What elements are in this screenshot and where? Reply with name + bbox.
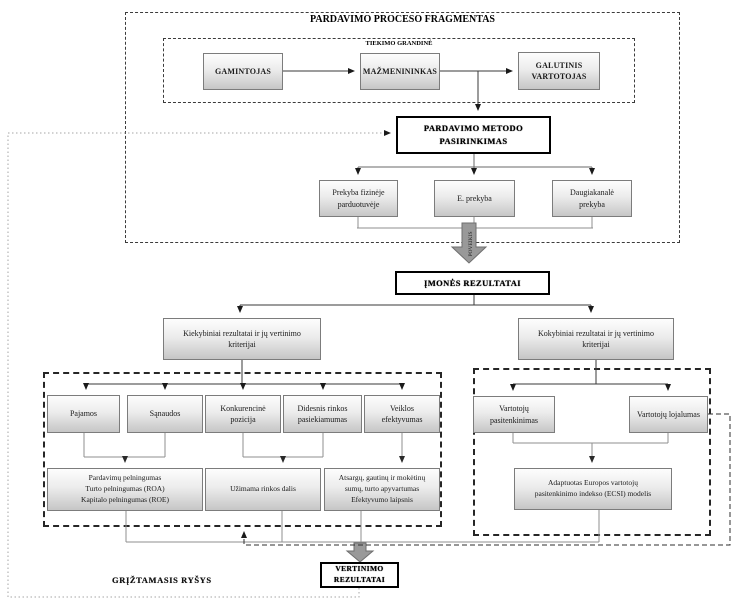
node-vartotoju-lojalumas: Vartotojų lojalumas [629,396,708,433]
node-imones-rezultatai: ĮMONĖS REZULTATAI [395,271,550,295]
node-pelningumas: Pardavimų pelningumas Turto pelningumas … [47,468,203,511]
evaluation-arrow [345,542,375,563]
node-apyvartumas: Atsargų, gautinų ir mokėtinų sumų, turto… [324,468,440,511]
node-e-prekyba: E. prekyba [434,180,515,217]
node-veiklos-efektyvumas: Veiklos efektyvumas [364,395,440,433]
node-didesnis-pasiekiamumas: Didesnis rinkos pasiekiamumas [283,395,362,433]
qualitative-group-frame [473,368,711,536]
process-fragment-title: PARDAVIMO PROCESO FRAGMENTAS [309,14,495,25]
node-uzimama-rinkos-dalis: Užimama rinkos dalis [205,468,321,511]
node-kiekybiniai-kriterijai: Kiekybiniai rezultatai ir jų vertinimo k… [163,318,321,360]
node-vertinimo-rezultatai: VERTINIMO REZULTATAI [320,562,399,588]
node-mazmenininkas: MAŽMENININKAS [360,53,440,90]
griztamasis-rysys-label: GRĮŽTAMASIS RYŠYS [112,575,212,585]
node-ecsi-modelis: Adaptuotas Europos vartotojų pasitenkini… [514,468,672,510]
node-daugiakanale-prekyba: Daugiakanalė prekyba [552,180,632,217]
node-gamintojas: GAMINTOJAS [203,53,283,90]
node-pardavimo-metodo-pasirinkimas: PARDAVIMO METODO PASIRINKIMAS [396,116,551,154]
node-sanaudos: Sąnaudos [127,395,203,433]
process-fragment-frame [125,12,680,243]
supply-chain-frame [163,38,635,103]
node-galutinis-vartotojas: GALUTINIS VARTOTOJAS [518,52,600,90]
supply-chain-title: TIEKIMO GRANDINĖ [365,40,433,47]
node-konkurencine-pozicija: Konkurencinė pozicija [205,395,281,433]
node-prekyba-fizineje: Prekyba fizinėje parduotuvėje [319,180,398,217]
node-kokybiniai-kriterijai: Kokybiniai rezultatai ir jų vertinimo kr… [518,318,674,360]
node-pajamos: Pajamos [47,395,120,433]
node-vartotoju-pasitenkinimas: Vartotojų pasitenkinimas [473,396,555,433]
